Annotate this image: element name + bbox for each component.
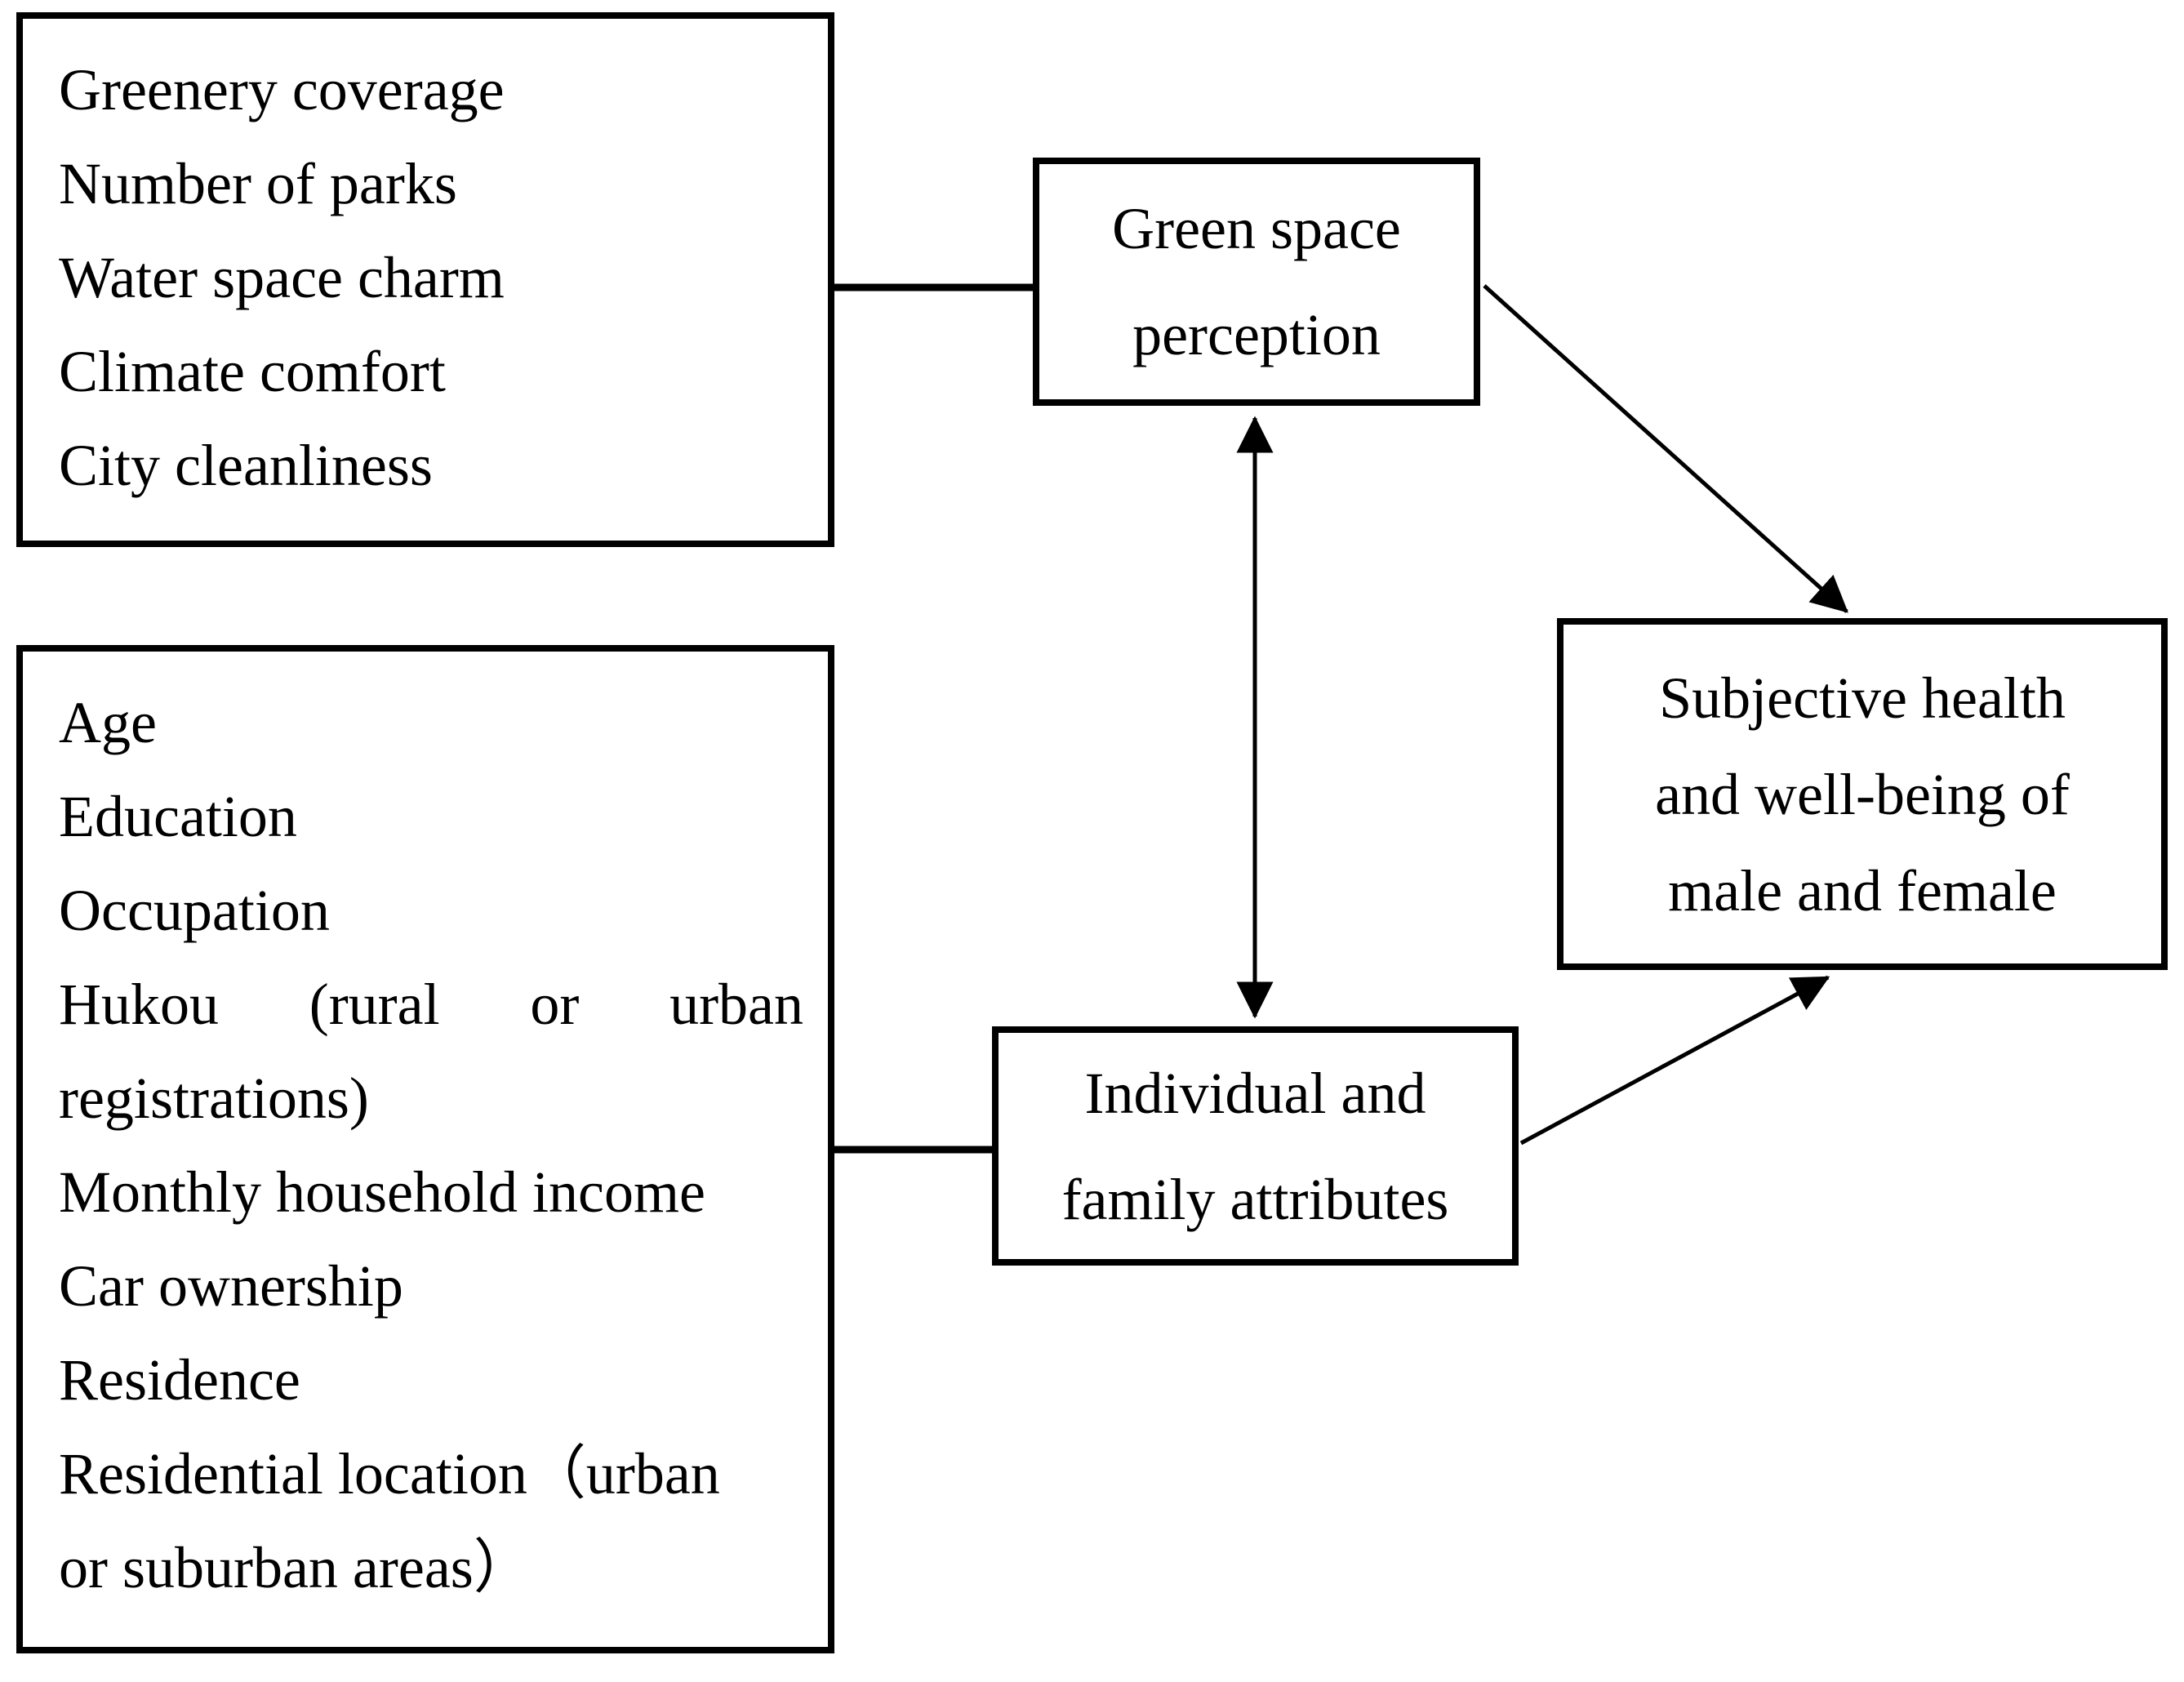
factor-item: registrations) <box>59 1066 369 1131</box>
factor-item: Greenery coverage <box>59 57 505 122</box>
node-label-line: perception <box>1132 302 1381 367</box>
arrow-attributes-to-health <box>1519 975 1830 1146</box>
node-subjective-health: Subjective health and well-being of male… <box>1557 618 2168 970</box>
factor-item: Number of parks <box>59 151 457 216</box>
node-label-line: and well-being of <box>1655 761 2070 827</box>
factor-item: Residence <box>59 1347 300 1413</box>
factor-item: Hukou (rural or urban <box>59 972 803 1037</box>
factor-item: Water space charm <box>59 245 505 310</box>
node-label-line: family attributes <box>1061 1166 1449 1232</box>
factor-item: Education <box>59 784 297 849</box>
arrow-perception-to-health <box>1483 284 1848 613</box>
node-label-line: Subjective health <box>1659 665 2066 731</box>
node-individual-family-attributes: Individual and family attributes <box>992 1026 1519 1266</box>
factor-item: Residential location（urban <box>59 1441 720 1506</box>
box-green-space-factors: Greenery coverage Number of parks Water … <box>16 12 834 547</box>
factor-item: or suburban areas） <box>59 1535 532 1600</box>
factor-item: Occupation <box>59 878 330 943</box>
factor-item: Monthly household income <box>59 1159 705 1225</box>
factor-item: City cleanliness <box>59 433 433 498</box>
node-green-space-perception: Green space perception <box>1033 158 1480 406</box>
factor-item: Climate comfort <box>59 339 446 404</box>
factor-item: Car ownership <box>59 1253 403 1319</box>
node-label-line: male and female <box>1668 857 2057 923</box>
node-label-line: Green space <box>1112 196 1401 261</box>
factor-item: Age <box>59 690 157 755</box>
node-label-line: Individual and <box>1084 1060 1426 1126</box>
box-individual-factors: Age Education Occupation Hukou (rural or… <box>16 645 834 1653</box>
